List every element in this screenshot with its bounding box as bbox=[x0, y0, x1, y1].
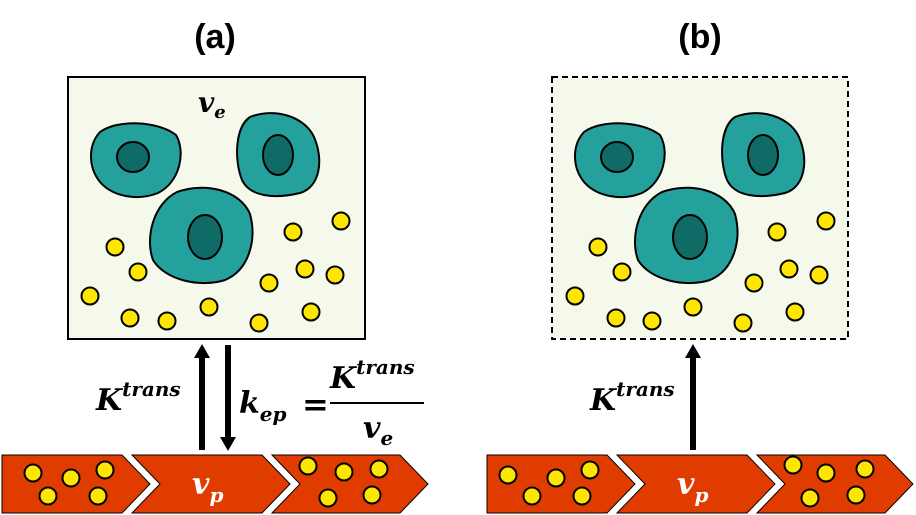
vessel-particle bbox=[498, 465, 518, 485]
vessel-particle bbox=[23, 463, 43, 483]
contrast-particle bbox=[683, 297, 703, 317]
vessel-particle bbox=[816, 463, 836, 483]
contrast-particle bbox=[785, 302, 805, 322]
contrast-particle bbox=[157, 311, 177, 331]
kep-numerator: Ktrans bbox=[329, 355, 415, 396]
panel-b: (b) Ktrans bbox=[486, 18, 914, 514]
vessel-particle bbox=[572, 486, 592, 506]
tissue-cell bbox=[236, 112, 321, 198]
kep-label: kep bbox=[239, 386, 287, 426]
vessel-particle bbox=[334, 462, 354, 482]
kep-denominator: ve bbox=[363, 411, 393, 450]
contrast-particle bbox=[744, 273, 764, 293]
contrast-particle bbox=[295, 259, 315, 279]
vessel-a: vp bbox=[1, 454, 429, 514]
vessel-particle bbox=[846, 485, 866, 505]
ve-label: ve bbox=[198, 86, 226, 123]
panel-a-label: (a) bbox=[194, 18, 236, 56]
vessel-particle bbox=[800, 488, 820, 508]
contrast-particle bbox=[779, 259, 799, 279]
vessel-particle bbox=[88, 486, 108, 506]
contrast-particle bbox=[331, 211, 351, 231]
panel-b-label: (b) bbox=[678, 18, 721, 56]
contrast-particle bbox=[809, 265, 829, 285]
contrast-particle bbox=[642, 311, 662, 331]
contrast-particle bbox=[128, 262, 148, 282]
equals-sign: = bbox=[302, 385, 329, 423]
tissue-cell bbox=[721, 112, 806, 198]
arrow-down-a bbox=[220, 345, 236, 451]
contrast-particle bbox=[249, 313, 269, 333]
arrow-up-a bbox=[194, 344, 210, 450]
contrast-particle bbox=[612, 262, 632, 282]
vessel-particle bbox=[362, 485, 382, 505]
vessel-particle bbox=[783, 455, 803, 475]
vessel-particle bbox=[855, 459, 875, 479]
vessel-particle bbox=[580, 460, 600, 480]
vp-label-b: vp bbox=[677, 467, 708, 507]
contrast-particle bbox=[105, 237, 125, 257]
contrast-particle bbox=[120, 308, 140, 328]
vessel-particle bbox=[369, 459, 389, 479]
tissue-cell bbox=[149, 186, 254, 285]
arrow-up-b bbox=[685, 344, 701, 450]
contrast-particle bbox=[259, 273, 279, 293]
contrast-particle bbox=[325, 265, 345, 285]
vessel-b: vp bbox=[486, 454, 914, 514]
vessel-particle bbox=[546, 468, 566, 488]
contrast-particle bbox=[767, 222, 787, 242]
ktrans-label-b: Ktrans bbox=[589, 377, 675, 418]
vessel-particle bbox=[298, 456, 318, 476]
tissue-cell bbox=[90, 122, 182, 199]
contrast-particle bbox=[199, 297, 219, 317]
ktrans-label-a: Ktrans bbox=[95, 377, 181, 418]
contrast-particle bbox=[588, 237, 608, 257]
vessel-particle bbox=[522, 486, 542, 506]
vessel-particle bbox=[61, 468, 81, 488]
vessel-particle bbox=[95, 460, 115, 480]
vessel-particle bbox=[38, 486, 58, 506]
contrast-particle bbox=[733, 313, 753, 333]
contrast-particle bbox=[565, 286, 585, 306]
panel-a: (a) ve bbox=[1, 18, 429, 514]
tissue-cell bbox=[574, 122, 666, 199]
tissue-cell bbox=[634, 186, 739, 285]
vessel-particle bbox=[318, 488, 338, 508]
vp-label-a: vp bbox=[192, 467, 223, 507]
contrast-particle bbox=[301, 302, 321, 322]
contrast-particle bbox=[816, 211, 836, 231]
contrast-particle bbox=[283, 222, 303, 242]
contrast-particle bbox=[80, 286, 100, 306]
contrast-particle bbox=[606, 308, 626, 328]
